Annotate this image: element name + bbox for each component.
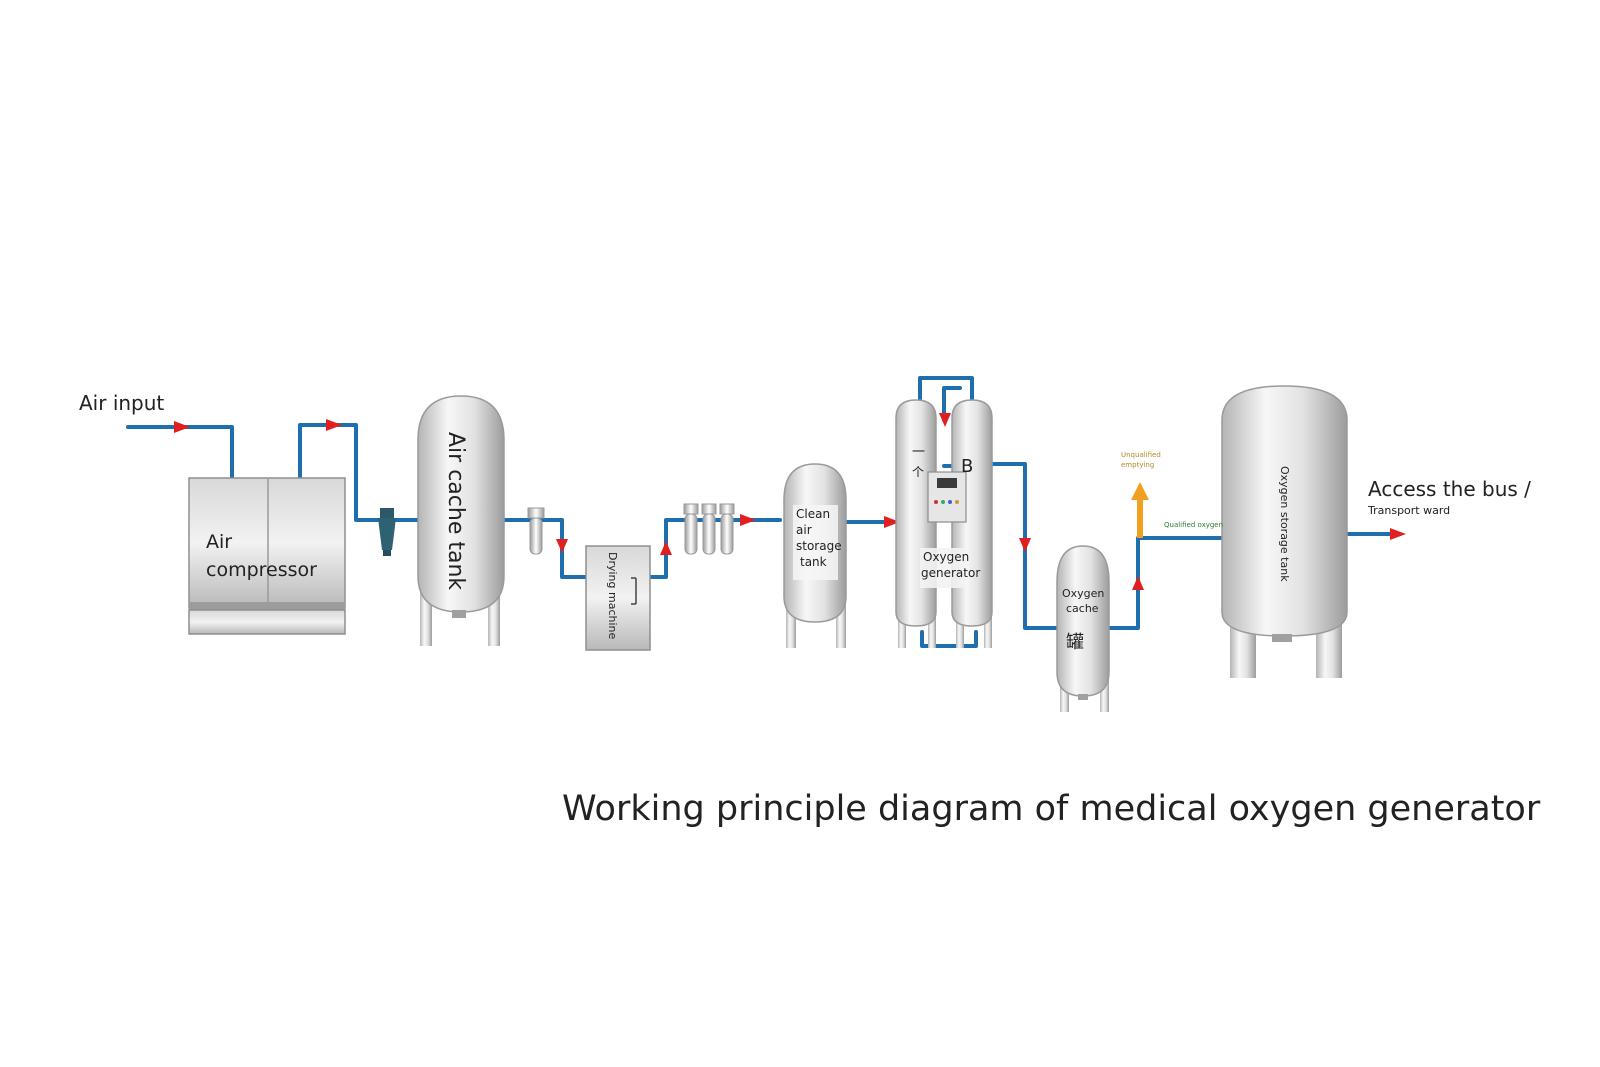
- air-input-label: Air input: [79, 391, 164, 415]
- air-cache-tank: [417, 395, 505, 646]
- oxygen-cache-label-line3: 罐: [1066, 632, 1084, 653]
- oxygen-cache-label-line2: cache: [1066, 602, 1099, 615]
- air-compressor: [188, 477, 346, 635]
- flow-arrow-icon: [939, 413, 951, 427]
- flow-arrow-icon: [1390, 528, 1406, 540]
- clean-air-label-line4: tank: [800, 555, 827, 569]
- flow-arrow-icon: [884, 516, 900, 528]
- oxygen-generator: [895, 399, 993, 648]
- flow-arrow-icon: [660, 541, 672, 555]
- pre-filter: [527, 507, 545, 555]
- flow-arrow-icon: [1132, 576, 1144, 590]
- qualified-oxygen-label: Qualified oxygen: [1164, 521, 1223, 529]
- flow-arrow-icon: [1019, 538, 1031, 552]
- flow-arrows: [174, 413, 1406, 590]
- flow-arrow-icon: [740, 514, 756, 526]
- air-cache-tank-label: Air cache tank: [443, 432, 468, 590]
- valve-mark-a: 一: [912, 445, 925, 460]
- oxygen-storage-tank: [1221, 385, 1348, 678]
- precision-filters: [683, 503, 735, 555]
- valve-mark-b: B: [961, 456, 973, 477]
- oxygen-cache-tank: [1056, 545, 1110, 712]
- air-compressor-label-line2: compressor: [206, 559, 317, 581]
- access-bus-label: Access the bus /: [1368, 477, 1531, 501]
- unqualified-label-line1: Unqualified: [1121, 451, 1161, 459]
- flow-arrow-icon: [556, 539, 568, 553]
- clean-air-storage-tank: [783, 463, 847, 648]
- air-compressor-label-line1: Air: [206, 531, 232, 553]
- transport-ward-label: Transport ward: [1367, 504, 1450, 517]
- valve-mark-arrow: 个: [912, 465, 924, 479]
- clean-air-label-line2: air: [796, 523, 812, 537]
- clean-air-label-line3: storage: [796, 539, 842, 553]
- drying-machine-label: Drying machine: [606, 552, 619, 640]
- oxygen-storage-tank-label: Oxygen storage tank: [1278, 466, 1291, 582]
- unqualified-label-line2: emptying: [1121, 461, 1154, 469]
- flow-arrow-icon: [326, 419, 342, 431]
- clean-air-label-line1: Clean: [796, 507, 830, 521]
- diagram-title: Working principle diagram of medical oxy…: [562, 789, 1541, 829]
- flow-arrow-icon: [174, 421, 190, 433]
- water-separator: [378, 508, 396, 556]
- vent-arrow-icon: [1131, 482, 1149, 538]
- oxygen-generator-label-line1: Oxygen: [923, 550, 969, 564]
- oxygen-cache-label-line1: Oxygen: [1062, 587, 1104, 600]
- drying-machine: [585, 545, 651, 651]
- oxygen-generator-label-line2: generator: [921, 566, 980, 580]
